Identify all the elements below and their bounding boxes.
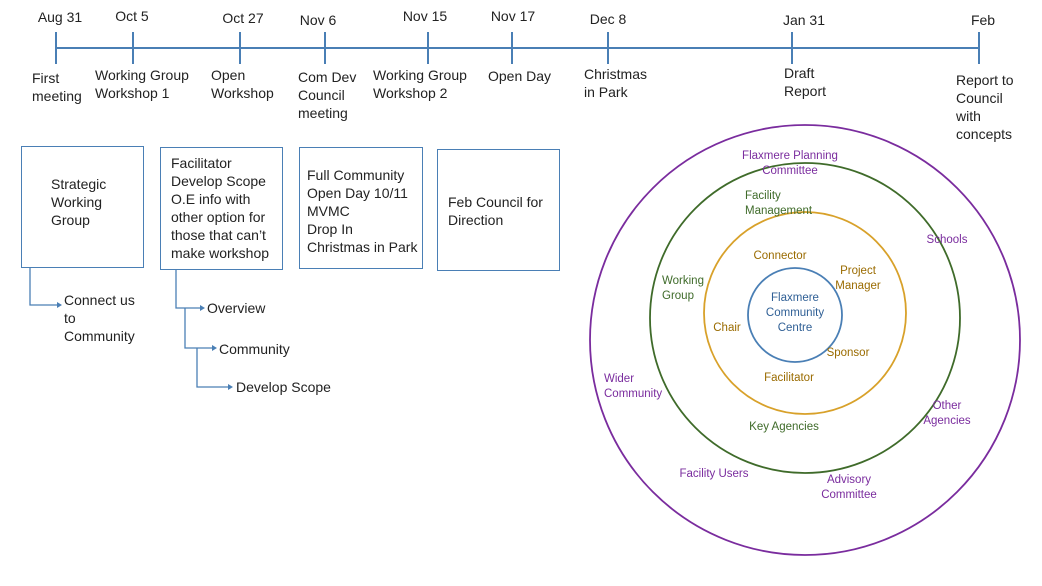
milestone-event: Draft Report	[784, 65, 827, 99]
working-group-label: Working Group	[662, 275, 704, 302]
chair-label: Chair	[713, 322, 741, 334]
facilitator-label: Facilitator	[764, 372, 814, 384]
timeline-ticks	[55, 32, 980, 64]
develop-scope-label: Develop Scope	[236, 379, 331, 395]
milestone-event: Working Group Workshop 1	[95, 67, 189, 101]
community-events-box: Full Community Open Day 10/11 MVMC Drop …	[299, 147, 423, 269]
wider-community-label: Wider Community	[604, 373, 663, 400]
project-manager-label: Project Manager	[835, 265, 881, 292]
feb-council-box: Feb Council for Direction	[437, 149, 560, 271]
schools-label: Schools	[926, 234, 968, 246]
connector-label: Connector	[753, 250, 807, 262]
other-agencies-label: Other Agencies	[923, 400, 971, 427]
strategic-working-group-box: Strategic Working Group	[21, 146, 144, 268]
connect-community-label: Connect us to Community	[64, 292, 135, 344]
milestone-date: Aug 31	[37, 9, 83, 25]
milestone-event: Christmas in Park	[584, 66, 648, 100]
key-agencies-label: Key Agencies	[749, 421, 819, 433]
milestone-date: Oct 5	[115, 8, 149, 24]
milestone-date: Jan 31	[782, 12, 826, 28]
sponsor-label: Sponsor	[826, 347, 870, 359]
milestone-event: Open Day	[488, 68, 552, 84]
arrow-icon	[57, 302, 62, 308]
arrow-icon	[212, 345, 217, 351]
milestone-event: Open Workshop	[211, 67, 274, 101]
arrow-icon	[200, 305, 205, 311]
community-label: Community	[219, 341, 290, 357]
milestone-event: First meeting	[32, 70, 82, 104]
milestone-date: Nov 15	[402, 8, 448, 24]
advisory-committee-label: Advisory Committee	[821, 474, 877, 501]
milestone-date: Dec 8	[589, 11, 627, 27]
overview-label: Overview	[207, 300, 266, 316]
milestone-date: Nov 17	[490, 8, 536, 24]
milestone-date: Oct 27	[222, 10, 264, 26]
milestone-date: Nov 6	[299, 12, 337, 28]
arrow-icon	[228, 384, 233, 390]
core-label: Flaxmere Community Centre	[765, 292, 825, 334]
facility-users-label: Facility Users	[679, 468, 749, 480]
facility-management-label: Facility Management	[745, 190, 813, 217]
connector-strategic	[29, 268, 57, 306]
connector-overview	[175, 270, 200, 309]
planning-committee-label: Flaxmere Planning Committee	[742, 150, 838, 177]
milestone-event: Report to Council with concepts	[956, 72, 1014, 142]
milestone-date: Feb	[970, 12, 996, 28]
facilitator-box: Facilitator Develop Scope O.E info with …	[160, 147, 283, 270]
milestone-event: Com Dev Council meeting	[298, 69, 357, 121]
milestone-event: Working Group Workshop 2	[373, 67, 467, 101]
